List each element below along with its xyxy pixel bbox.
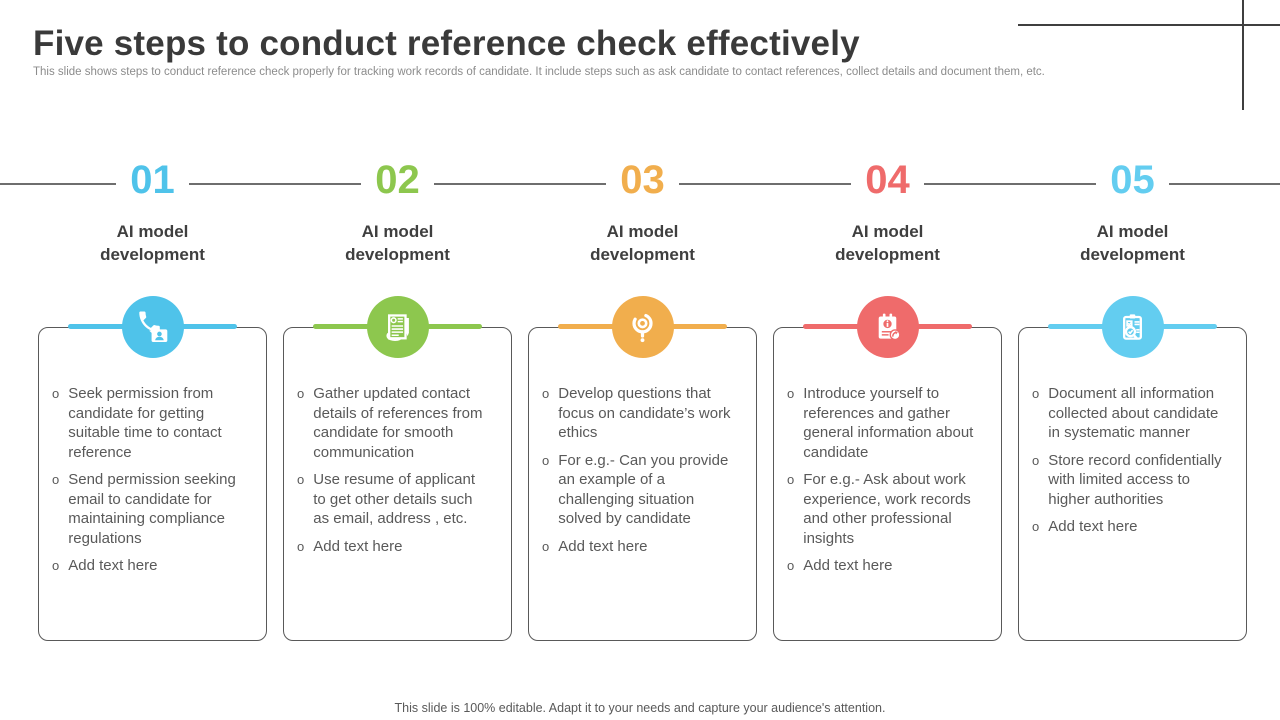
bullet-text: Develop questions that focus on candidat… — [558, 385, 731, 441]
bullet-item: o Introduce yourself to references and ga… — [787, 384, 991, 462]
bullet-text: Document all information collected about… — [1048, 385, 1219, 441]
step-heading-5: AI model development — [1080, 222, 1185, 265]
bullet-item: o Document all information collected abou… — [1032, 384, 1236, 443]
step-heading-1: AI model development — [100, 222, 205, 265]
page-title: Five steps to conduct reference check ef… — [33, 24, 860, 63]
bullet-marker: o — [297, 472, 305, 487]
step-number-4: 04 — [773, 158, 1002, 202]
add-text-placeholder[interactable]: Add text here — [1048, 518, 1138, 535]
bullet-item: o Store record confidentially with limite… — [1032, 451, 1236, 510]
resume-document-icon — [386, 313, 409, 341]
bullet-list-3: o Develop questions that focus on candida… — [529, 328, 756, 556]
bullet-marker: o — [52, 558, 60, 573]
step-column-5: 05 AI model development o Document all in… — [1018, 0, 1247, 720]
bullet-item[interactable]: o Add text here — [787, 556, 991, 576]
bullet-item[interactable]: o Add text here — [52, 556, 256, 576]
bullet-item: o Use resume of applicant to get other de… — [297, 470, 501, 529]
bullet-item[interactable]: o Add text here — [297, 537, 501, 557]
step-column-4: 04 AI model development o Introduce yours… — [773, 0, 1002, 720]
bullet-marker: o — [297, 538, 305, 554]
step-text-box-3: o Develop questions that focus on candida… — [528, 327, 757, 641]
question-mark-icon — [632, 312, 653, 342]
add-text-placeholder[interactable]: Add text here — [313, 537, 403, 555]
bullet-marker: o — [297, 386, 305, 401]
bullet-text: Store record confidentially with limited… — [1048, 451, 1222, 508]
bullet-text: For e.g.- Ask about work experience, wor… — [803, 471, 971, 547]
page-subtitle: This slide shows steps to conduct refere… — [33, 66, 1045, 78]
bullet-item: o Develop questions that focus on candida… — [542, 384, 746, 443]
bullet-text: Send permission seeking email to candida… — [68, 471, 236, 547]
bullet-marker: o — [787, 386, 795, 401]
step-text-box-1: o Seek permission from candidate for gett… — [38, 327, 267, 641]
step-text-box-2: o Gather updated contact details of refer… — [283, 327, 512, 641]
step-icon-circle-5 — [1101, 296, 1164, 358]
bullet-text: Seek permission from candidate for getti… — [68, 385, 222, 461]
step-text-box-4: o Introduce yourself to references and ga… — [773, 327, 1002, 641]
step-heading-3: AI model development — [590, 222, 695, 265]
bullet-marker: o — [542, 386, 550, 401]
step-icon-circle-3 — [611, 296, 674, 358]
bullet-marker: o — [542, 538, 550, 554]
bullet-marker: o — [1032, 386, 1040, 401]
bullet-text: Introduce yourself to references and gat… — [803, 385, 974, 461]
add-text-placeholder[interactable]: Add text here — [803, 557, 893, 574]
step-column-3: 03 AI model development o Develop questio… — [528, 0, 757, 720]
bullet-item[interactable]: o Add text here — [1032, 517, 1236, 537]
bullet-item: o For e.g.- Ask about work experience, wo… — [787, 470, 991, 548]
add-text-placeholder[interactable]: Add text here — [68, 557, 158, 574]
add-text-placeholder[interactable]: Add text here — [558, 537, 648, 555]
bullet-marker: o — [52, 386, 60, 401]
bullet-text: Gather updated contact details of refere… — [313, 385, 483, 461]
bullet-list-1: o Seek permission from candidate for gett… — [39, 328, 266, 576]
step-icon-circle-1 — [121, 296, 184, 358]
bullet-marker: o — [52, 472, 60, 487]
step-number-1: 01 — [38, 158, 267, 202]
step-text-box-5: o Document all information collected abou… — [1018, 327, 1247, 641]
step-number-2: 02 — [283, 158, 512, 202]
bullet-text: For e.g.- Can you provide an example of … — [558, 451, 729, 528]
step-number-3: 03 — [528, 158, 757, 202]
decorative-vertical-line — [1242, 0, 1244, 110]
bullet-item: o Gather updated contact details of refer… — [297, 384, 501, 462]
bullet-marker: o — [787, 558, 795, 573]
decorative-horizontal-line — [1018, 24, 1280, 26]
step-heading-4: AI model development — [835, 222, 940, 265]
step-heading-2: AI model development — [345, 222, 450, 265]
step-icon-circle-4 — [856, 296, 919, 358]
checklist-search-icon — [1123, 313, 1142, 340]
step-column-2: 02 AI model development o Gather updated … — [283, 0, 512, 720]
phone-contact-icon — [139, 310, 168, 342]
bullet-list-5: o Document all information collected abou… — [1019, 328, 1246, 537]
info-notepad-icon — [878, 313, 901, 340]
step-column-1: 01 AI model development o Seek permission… — [38, 0, 267, 720]
bullet-marker: o — [1032, 452, 1040, 468]
bullet-marker: o — [542, 452, 550, 468]
bullet-marker: o — [787, 472, 795, 487]
bullet-list-4: o Introduce yourself to references and ga… — [774, 328, 1001, 576]
bullet-list-2: o Gather updated contact details of refer… — [284, 328, 511, 556]
bullet-item: o For e.g.- Can you provide an example of… — [542, 451, 746, 529]
step-icon-circle-2 — [366, 296, 429, 358]
bullet-item: o Seek permission from candidate for gett… — [52, 384, 256, 462]
editable-note: This slide is 100% editable. Adapt it to… — [394, 701, 886, 715]
bullet-text: Use resume of applicant to get other det… — [313, 471, 475, 527]
step-number-5: 05 — [1018, 158, 1247, 202]
bullet-marker: o — [1032, 519, 1040, 534]
bullet-item[interactable]: o Add text here — [542, 537, 746, 557]
bullet-item: o Send permission seeking email to candid… — [52, 470, 256, 548]
